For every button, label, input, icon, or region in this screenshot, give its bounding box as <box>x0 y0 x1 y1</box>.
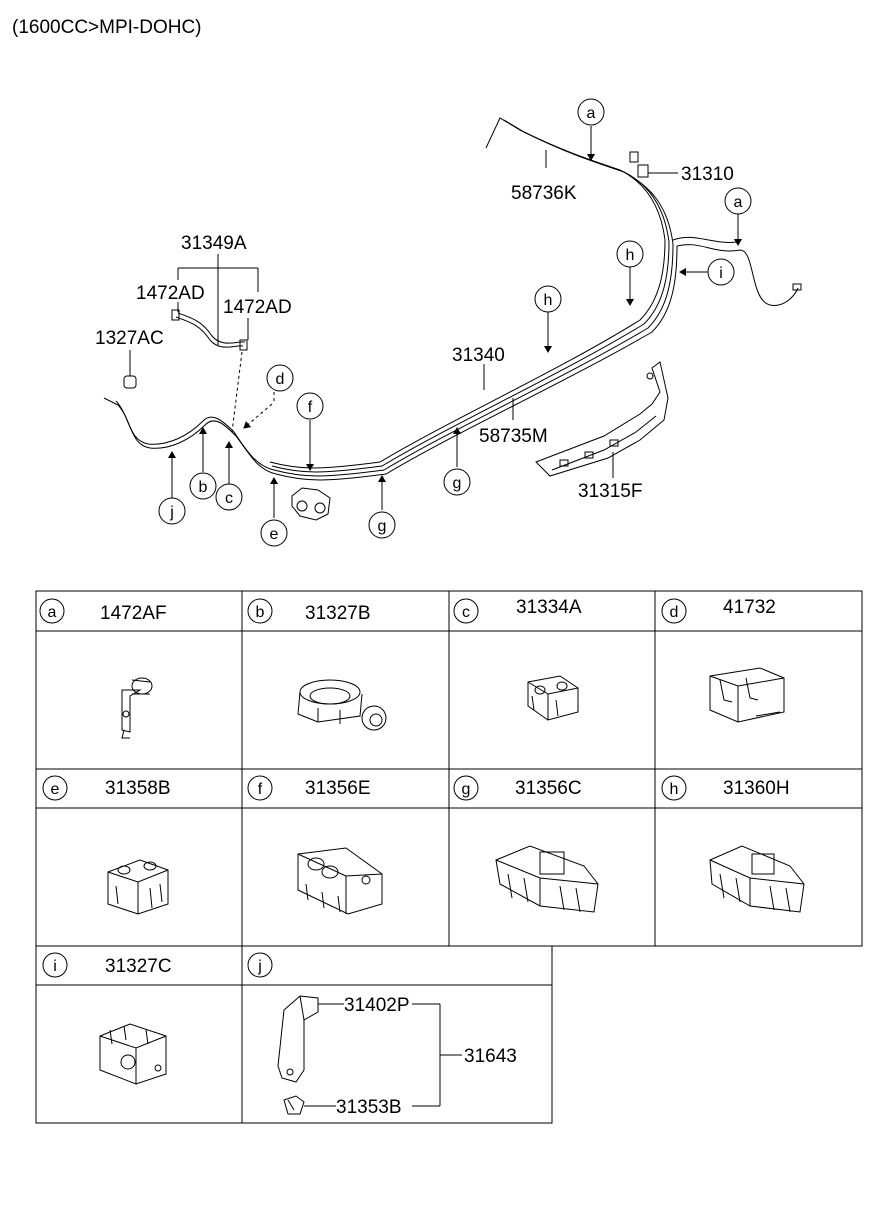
label-1472AD-left: 1472AD <box>136 283 205 304</box>
callout-h-center: h <box>534 285 562 313</box>
svg-text:j: j <box>257 958 262 975</box>
cell-g: g 31356C <box>453 775 582 801</box>
clip-31327C-drawing <box>99 1023 167 1085</box>
cell-a: a 1472AF <box>39 598 167 624</box>
label-31340: 31340 <box>452 345 505 366</box>
part-number-labels: 58736K 31310 31349A 1472AD 1472AD 1327AC… <box>95 164 734 502</box>
clip-31356C-drawing <box>495 845 599 913</box>
clip-31356E-drawing <box>297 847 383 915</box>
callout-b: b <box>189 472 217 500</box>
label-1327AC: 1327AC <box>95 328 164 349</box>
parts-table: a 1472AF b 31327B c 31334A d 41732 e 313… <box>35 590 863 1124</box>
cell-b-part: 31327B <box>305 603 371 624</box>
clip-1472AF-drawing <box>121 677 153 739</box>
svg-text:e: e <box>270 526 279 543</box>
cell-d-part: 41732 <box>723 597 776 618</box>
clamp-31327B-drawing <box>297 679 387 731</box>
svg-text:c: c <box>462 604 470 621</box>
cell-j: j <box>247 952 273 978</box>
cell-i: i 31327C <box>42 952 172 978</box>
svg-text:j: j <box>169 504 174 521</box>
letter-callouts: a a h i h d f g g j b c e <box>158 98 752 547</box>
label-31310: 31310 <box>681 164 734 185</box>
svg-text:g: g <box>453 475 462 492</box>
clip-31360H-drawing <box>709 845 805 913</box>
clip-31334A-drawing <box>527 675 579 721</box>
callout-c: c <box>215 483 243 511</box>
svg-text:a: a <box>734 194 743 211</box>
label-58735M: 58735M <box>479 426 548 447</box>
cell-a-part: 1472AF <box>100 603 167 624</box>
svg-text:g: g <box>462 781 471 798</box>
callout-j: j <box>158 497 186 525</box>
callout-i: i <box>707 258 735 286</box>
cell-b: b 31327B <box>247 598 371 624</box>
cell-i-part: 31327C <box>105 956 172 977</box>
svg-text:i: i <box>53 958 57 975</box>
label-31349A: 31349A <box>181 233 247 254</box>
callout-f: f <box>296 392 324 420</box>
svg-text:a: a <box>48 604 57 621</box>
callout-d: d <box>266 364 294 392</box>
callout-a-right: a <box>724 187 752 215</box>
callout-e: e <box>260 519 288 547</box>
svg-text:f: f <box>258 781 263 798</box>
callout-a-top: a <box>577 98 605 126</box>
label-1472AD-right: 1472AD <box>223 297 292 318</box>
clip-41732-drawing <box>709 667 785 723</box>
brake-line-assembly <box>103 117 802 521</box>
cell-g-part: 31356C <box>515 778 582 799</box>
svg-text:h: h <box>626 247 635 264</box>
cell-h: h 31360H <box>661 775 790 801</box>
svg-text:h: h <box>670 781 679 798</box>
cell-e-part: 31358B <box>105 778 171 799</box>
svg-text:f: f <box>308 399 313 416</box>
clip-31353B-drawing <box>283 1095 305 1115</box>
label-31315F: 31315F <box>578 481 642 502</box>
svg-text:i: i <box>719 265 723 282</box>
callout-leaders <box>129 126 742 518</box>
svg-text:e: e <box>51 781 60 798</box>
svg-text:g: g <box>378 518 387 535</box>
svg-text:h: h <box>544 292 553 309</box>
bracket-31402P-drawing <box>277 995 319 1083</box>
svg-text:d: d <box>276 371 285 388</box>
label-31402P: 31402P <box>344 995 410 1016</box>
cell-d: d 41732 <box>661 597 776 624</box>
cell-h-part: 31360H <box>723 778 790 799</box>
svg-text:a: a <box>587 105 596 122</box>
label-31353B: 31353B <box>336 1097 402 1118</box>
callout-g-center: g <box>443 468 471 496</box>
clip-31358B-drawing <box>107 859 169 915</box>
diagram-header: (1600CC>MPI-DOHC) <box>12 17 202 38</box>
label-31643: 31643 <box>464 1046 517 1067</box>
label-58736K: 58736K <box>511 183 577 204</box>
svg-text:d: d <box>670 604 679 621</box>
cell-f-part: 31356E <box>305 778 371 799</box>
cell-e: e 31358B <box>42 775 171 801</box>
svg-text:b: b <box>199 479 208 496</box>
svg-text:c: c <box>225 490 233 507</box>
svg-text:b: b <box>256 604 265 621</box>
callout-h-right: h <box>616 240 644 268</box>
cell-f: f 31356E <box>247 775 371 801</box>
cell-c: c 31334A <box>453 597 582 624</box>
cell-c-part: 31334A <box>516 597 582 618</box>
callout-g-left: g <box>368 511 396 539</box>
